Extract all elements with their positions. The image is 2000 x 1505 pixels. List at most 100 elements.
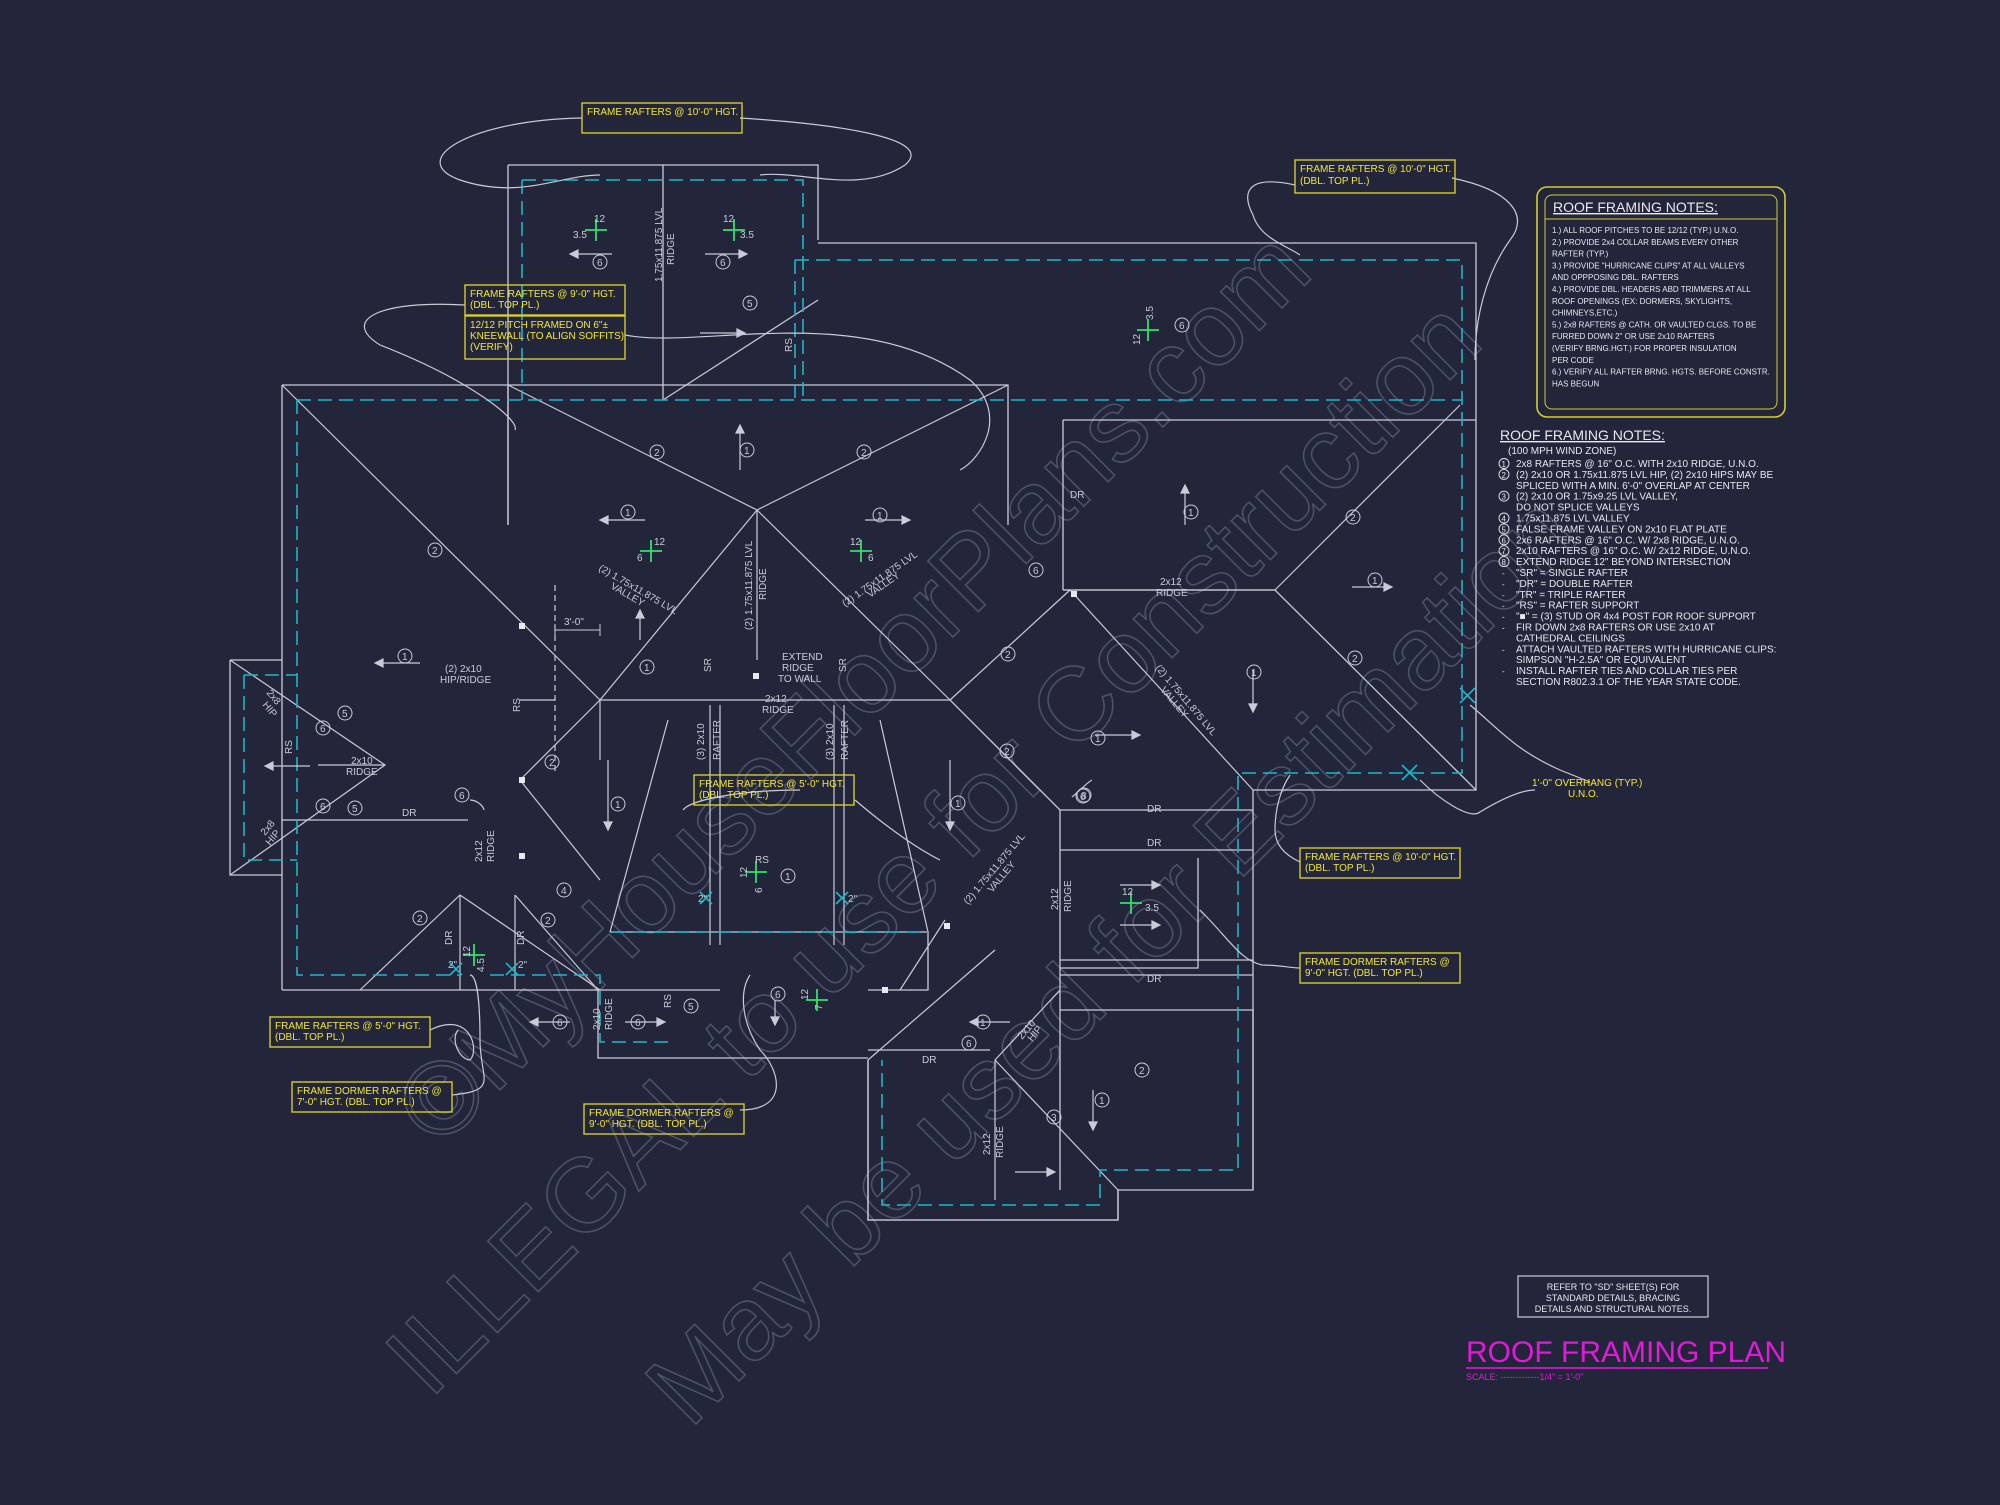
hip-ridge-line-1: (2) 2x10 [445,664,482,675]
note-item-number: 1 [1502,460,1507,469]
svg-text:1: 1 [615,800,621,811]
arrow [1120,920,1162,930]
note-number: 4 [556,882,572,898]
svg-text:2: 2 [549,758,555,769]
callout-text: 9'-0" HGT. (DBL. TOP PL.) [1305,968,1423,979]
framing-notes-list-subtitle: (100 MPH WIND ZONE) [1508,446,1616,457]
rafter-label: RAFTER [712,720,723,760]
note-number: 5 [683,998,699,1014]
svg-text:1: 1 [980,1018,986,1029]
callout-frame-rafters-10ft-right: FRAME RAFTERS @ 10'-0" HGT. (DBL. TOP PL… [1294,159,1456,194]
pitch-12: 12 [739,866,750,878]
framing-note-line: CHIMNEYS,ETC.) [1552,309,1618,318]
x2x12-label: 2x12 [1160,577,1182,588]
svg-text:1: 1 [1188,508,1194,519]
note-item-number-circle [1498,490,1510,502]
callout-text: KNEEWALL (TO ALIGN SOFFITS) [470,331,624,342]
svg-text:5: 5 [342,709,348,720]
arrow [603,760,613,832]
arrow [528,1017,570,1027]
callout-frame-rafters-5ft-center: FRAME RAFTERS @ 5'-0" HGT. (DBL. TOP PL.… [693,774,855,806]
ridge-label: RIDGE [995,1126,1006,1158]
framing-note-line: ROOF OPENINGS (EX: DORMERS, SKYLIGHTS, [1552,297,1732,306]
pitch-markers [463,219,1159,1011]
svg-text:2: 2 [1005,650,1011,661]
note-item-number-circle [1498,468,1510,480]
svg-text:2: 2 [1004,747,1010,758]
note-number: 3 [1046,1109,1062,1125]
arrow [1180,483,1190,525]
pitch-6: 6 [754,887,765,893]
rs-label: RS [755,855,769,866]
sr-label: SR [838,658,849,672]
framing-note-line: 1.) ALL ROOF PITCHES TO BE 12/12 (TYP.) … [1552,226,1738,235]
note-number: 2 [1345,509,1361,525]
post-marker [944,923,950,929]
clip-marker [699,891,713,905]
pitch-cross [463,944,485,966]
note-number: 6 [454,787,470,803]
clip-dim: 2" [518,960,528,971]
pitch-4-5: 7 [814,1004,825,1010]
framing-notes-list: ROOF FRAMING NOTES: (100 MPH WIND ZONE) … [1498,427,1776,688]
extend-ridge-line-2: RIDGE [782,663,814,674]
post-marker [519,777,525,783]
pitch-12: 12 [1122,887,1134,898]
note-number: 2 [412,910,428,926]
title-block: ROOF FRAMING PLAN SCALE: -------------1/… [1466,1336,1786,1382]
note-number: 1 [739,442,755,458]
pitch-12: 12 [850,537,862,548]
raft-2x10-label: (3) 2x10 [696,723,707,760]
note-number: 6 [1075,788,1091,804]
callout-dormer-rafters-9ft-bottom: FRAME DORMER RAFTERS @ 9'-0" HGT. (DBL. … [583,1103,745,1135]
pitch-cross [745,861,767,883]
watermark-line-2: ILLEGAL to use for Construction [364,278,1502,1416]
note-item-text: EXTEND RIDGE 12" BEYOND INTERSECTION [1516,557,1731,568]
svg-text:1: 1 [955,799,961,810]
callout-text: FRAME DORMER RAFTERS @ [1305,957,1450,968]
arrow [770,1000,780,1027]
note-number: 2 [540,912,556,928]
hip-ridge-line-2: HIP/RIDGE [440,675,491,686]
pitch-12: 12 [654,537,666,548]
callout-text: FRAME RAFTERS @ 5'-0" HGT. [699,779,845,790]
note-item-text: (2) 2x10 OR 1.75x9.25 LVL VALLEY, [1516,492,1678,503]
arrow [263,761,310,771]
dr-label: DR [1070,490,1084,501]
svg-text:6: 6 [966,1039,972,1050]
svg-text:5: 5 [352,804,358,815]
callout-text: (DBL. TOP PL.) [470,300,539,311]
dr-label: DR [402,808,416,819]
note-item-text: "■" = (3) STUD OR 4x4 POST FOR ROOF SUPP… [1516,612,1756,623]
note-item-number-circle [1498,523,1510,535]
note-number: 6 [315,720,331,736]
note-item-text: 1.75x11.875 LVL VALLEY [1516,514,1630,525]
note-item-text: "RS" = RAFTER SUPPORT [1516,601,1639,612]
sr-label: SR [703,658,714,672]
callout-text: FRAME RAFTERS @ 10'-0" HGT. [1300,164,1451,175]
framing-note-line: AND OPPPOSING DBL. RAFTERS [1552,273,1679,282]
arrow [568,249,612,259]
clip-dim: 2" [448,960,458,971]
framing-notes-box-lines: 1.) ALL ROOF PITCHES TO BE 12/12 (TYP.) … [1552,226,1770,388]
note-number: 1 [1246,664,1262,680]
svg-text:2: 2 [1139,1066,1145,1077]
note-item-text: SPLICED WITH A MIN. 6'-0" OVERLAP AT CEN… [1516,481,1750,492]
svg-text:3: 3 [1051,1113,1057,1124]
arrow [945,760,955,832]
svg-text:6: 6 [459,791,465,802]
note-item-text: 2x10 RAFTERS @ 16" O.C. W/ 2x12 RIDGE, U… [1516,546,1751,557]
note-number: 2 [1134,1062,1150,1078]
rs-label: RS [784,338,795,352]
note-number: 6 [592,254,608,270]
note-item-number: 5 [1502,525,1507,534]
pitch-cross [585,219,607,241]
arrow [1352,582,1394,592]
clip-markers [449,687,1476,976]
framing-note-line: 2.) PROVIDE 2x4 COLLAR BEAMS EVERY OTHER [1552,238,1739,247]
note-item-number-circle [1498,534,1510,546]
note-number: 6 [315,798,331,814]
x2x12-label: 2x12 [765,694,787,705]
note-number: 6 [715,254,731,270]
callout-text: 1'-0" OVERHANG (TYP.) [1532,778,1642,789]
